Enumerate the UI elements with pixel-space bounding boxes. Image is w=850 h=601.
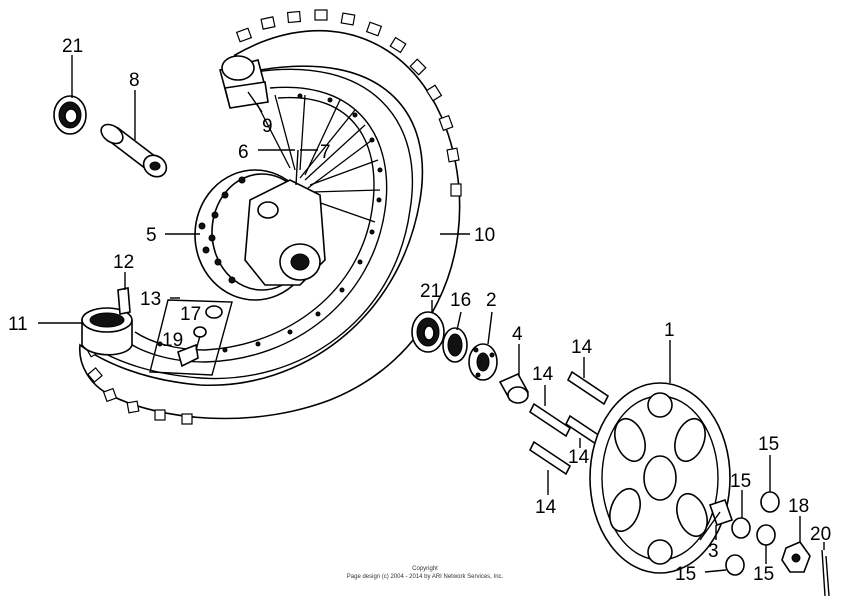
part-11-collar: [81, 307, 133, 356]
part-8-spacer: [100, 123, 168, 178]
callout-13: 13: [140, 289, 161, 310]
rim: [124, 86, 388, 363]
part-2-flange: [468, 343, 498, 381]
callout-5: 5: [146, 225, 157, 246]
callout-14-d: 14: [535, 497, 557, 518]
callout-15-a: 15: [758, 434, 779, 455]
part-21-bearing-top: [53, 95, 87, 135]
part-16-seal: [442, 327, 468, 363]
callout-4: 4: [512, 324, 523, 345]
part-3-bolt: [699, 498, 734, 541]
callout-7: 7: [320, 142, 331, 163]
callout-21-right: 21: [420, 281, 441, 302]
callout-15-d: 15: [753, 564, 774, 585]
callout-17: 17: [180, 304, 201, 325]
leader-lines: [38, 55, 825, 573]
spokes: [254, 94, 381, 223]
callout-10: 10: [474, 225, 495, 246]
part-21-bearing-right: [411, 311, 445, 353]
part-1-sprocket: [589, 382, 731, 574]
hub-assembly: [194, 169, 326, 301]
callout-6: 6: [238, 142, 249, 163]
callout-18: 18: [788, 496, 809, 517]
callout-2: 2: [486, 290, 497, 311]
callout-labels: 21 8 9 6 7 5 10 12 13 11 17 19 21 16 2 4…: [8, 36, 831, 585]
part-12-clip: [117, 287, 131, 315]
footer-copyright-text: Page design (c) 2004 - 2014 by ARI Netwo…: [346, 574, 504, 580]
callout-8: 8: [129, 70, 140, 91]
part-15-nuts: [725, 491, 780, 576]
callout-12: 12: [113, 252, 134, 273]
hub-holes: [198, 176, 246, 284]
callout-16: 16: [450, 290, 471, 311]
part-20-cotter: [821, 549, 830, 597]
part-4-collar: [498, 372, 530, 404]
callout-14-c: 14: [568, 447, 590, 468]
rim-spoke-holes: [157, 93, 383, 353]
callout-14-a: 14: [571, 337, 593, 358]
callout-9: 9: [262, 116, 273, 137]
callout-15-c: 15: [675, 564, 696, 585]
callout-20: 20: [810, 524, 831, 545]
callout-19: 19: [162, 330, 183, 351]
footer-copyright-title: Copyright: [412, 566, 438, 572]
callout-11: 11: [8, 314, 28, 335]
callout-1: 1: [664, 320, 675, 341]
callout-21-top: 21: [62, 36, 83, 57]
part-9-rim-lock: [219, 55, 269, 109]
callout-15-b: 15: [730, 471, 751, 492]
callout-3: 3: [708, 541, 719, 562]
tire-tread: [85, 9, 462, 425]
callout-14-b: 14: [532, 364, 554, 385]
valve-stem-assembly: [149, 299, 233, 376]
